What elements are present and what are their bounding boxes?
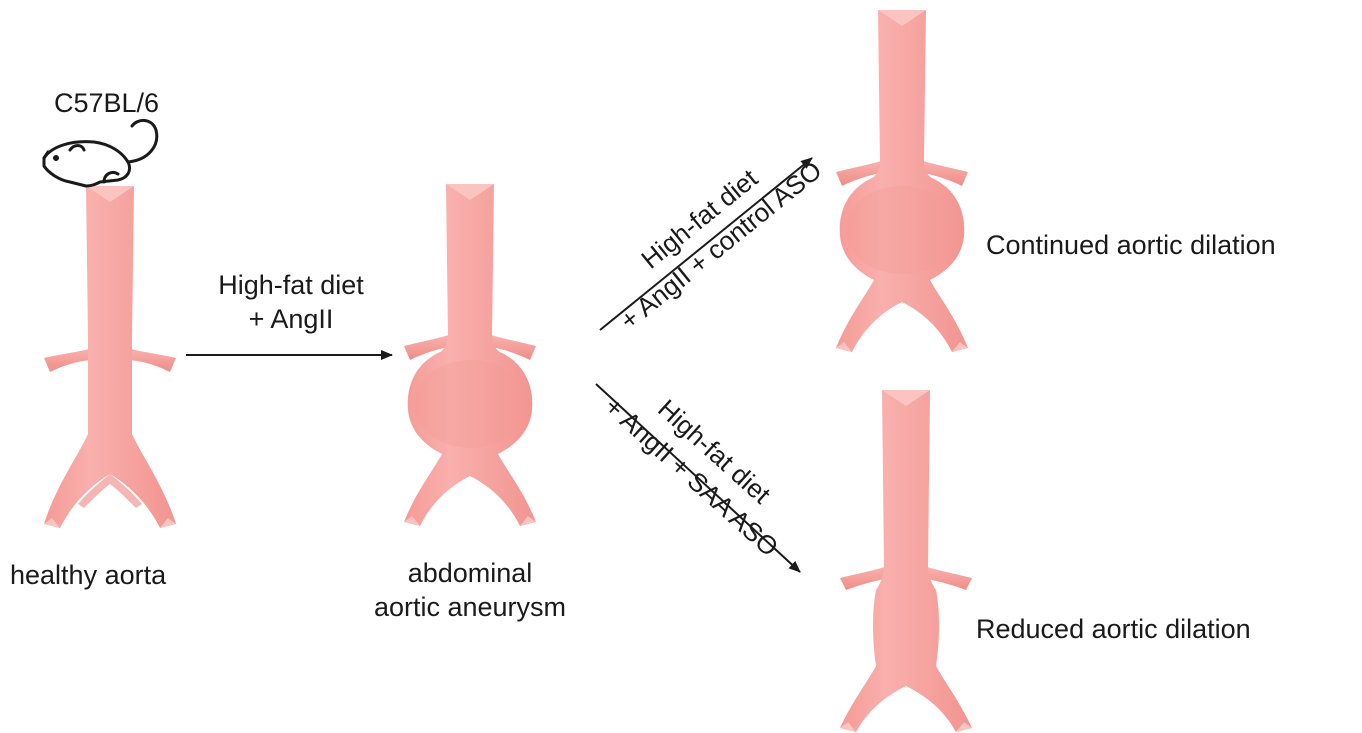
- healthy-aorta-illustration: [44, 186, 176, 528]
- aneurysm-aorta-illustration: [404, 184, 536, 526]
- mouse-strain-label: C57BL/6: [54, 86, 159, 120]
- reduced-dilation-label: Reduced aortic dilation: [976, 612, 1251, 646]
- continued-dilation-aorta-illustration: [836, 10, 968, 352]
- healthy-aorta-label: healthy aorta: [10, 558, 166, 592]
- treatment-1-line1: High-fat diet: [186, 268, 396, 302]
- aneurysm-label-line1: abdominal: [340, 556, 600, 590]
- aneurysm-label: abdominal aortic aneurysm: [340, 556, 600, 624]
- aneurysm-label-line2: aortic aneurysm: [340, 590, 600, 624]
- reduced-dilation-aorta-illustration: [840, 390, 972, 732]
- treatment-1-line2: + AngII: [186, 302, 396, 336]
- treatment-1-label: High-fat diet + AngII: [186, 268, 396, 336]
- continued-dilation-label: Continued aortic dilation: [986, 228, 1276, 262]
- mouse-icon: [44, 120, 157, 186]
